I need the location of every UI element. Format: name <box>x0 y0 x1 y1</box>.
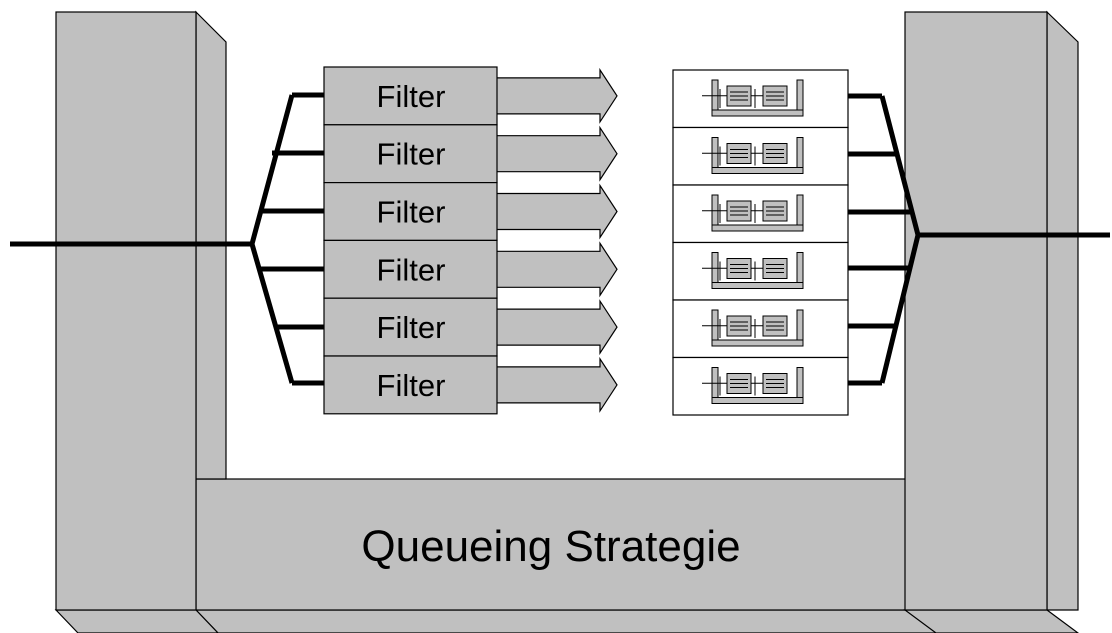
queue-cell <box>672 356 849 416</box>
queue-icon <box>702 137 804 174</box>
queue-cell <box>672 299 849 359</box>
queue-icon <box>702 194 804 232</box>
left-pillar <box>54 10 227 633</box>
filter-label: Filter <box>377 310 446 345</box>
right-arrow-icon <box>489 125 618 182</box>
filter-arrows <box>489 67 618 413</box>
queue-cell-frame <box>672 299 849 359</box>
base-bar <box>194 478 961 633</box>
queue-cell <box>672 69 849 129</box>
queue-cell <box>672 184 849 244</box>
filter-box <box>323 297 498 357</box>
queue-cell-frame <box>672 184 849 244</box>
filter-label: Filter <box>377 195 446 230</box>
queue-stack <box>672 69 849 416</box>
filter-label: Filter <box>377 79 446 114</box>
right-connector <box>848 93 1110 386</box>
queue-cell-frame <box>672 69 849 129</box>
queue-icon <box>702 309 804 347</box>
left-connector <box>10 92 324 386</box>
filter-label: Filter <box>377 368 446 403</box>
right-arrow-icon <box>489 356 618 413</box>
queue-icon <box>702 79 804 117</box>
right-pillar <box>903 10 1080 633</box>
queue-cell <box>672 126 849 186</box>
queue-cell-frame <box>672 126 849 186</box>
filter-box <box>323 66 498 126</box>
queue-cell <box>672 241 849 301</box>
filter-box <box>323 239 498 299</box>
filter-box <box>323 124 498 184</box>
queue-cell-frame <box>672 356 849 416</box>
queue-icon <box>702 252 804 289</box>
filter-label: Filter <box>377 252 446 287</box>
queue-icon <box>702 367 804 404</box>
right-arrow-icon <box>489 299 618 356</box>
filter-box <box>323 355 498 415</box>
right-arrow-icon <box>489 183 618 240</box>
filter-label: Filter <box>377 137 446 172</box>
queue-cell-frame <box>672 241 849 301</box>
queueing-strategie-label: Queueing Strategie <box>361 522 740 571</box>
right-arrow-icon <box>489 241 618 298</box>
right-arrow-icon <box>489 67 618 124</box>
